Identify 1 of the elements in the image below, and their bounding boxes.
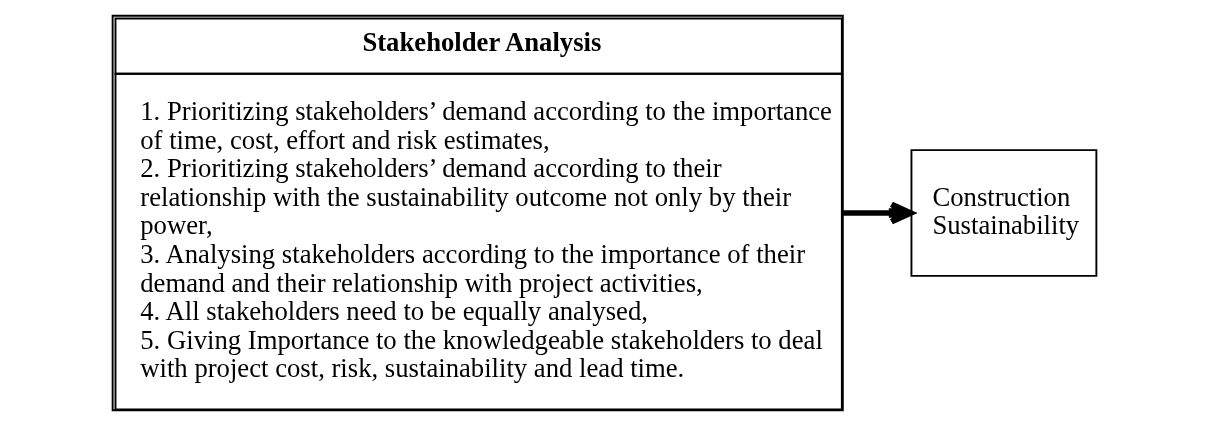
- node-box: Construction Sustainability: [910, 149, 1097, 277]
